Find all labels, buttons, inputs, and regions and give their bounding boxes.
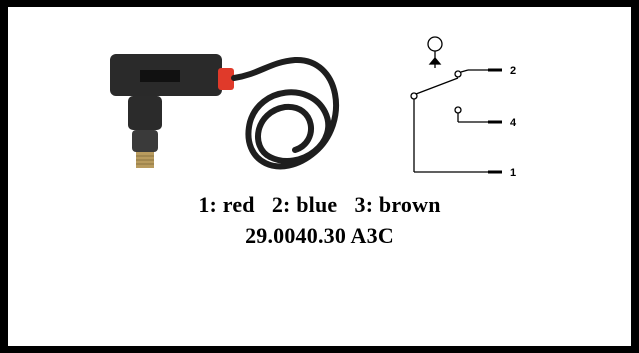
cable-loop: [231, 56, 339, 170]
terminal-label-4: 4: [510, 117, 517, 129]
pressure-port-housing: [128, 96, 162, 130]
terminal-label-1: 1: [510, 167, 516, 179]
pressure-port-nut: [132, 130, 158, 152]
switch-schematic: 2 4 1: [410, 36, 517, 179]
switch-label-plate: [140, 70, 180, 82]
cable-inner-loop: [255, 103, 314, 160]
wire-color-legend: 1: red 2: blue 3: brown: [198, 192, 441, 217]
terminal-label-2: 2: [510, 65, 516, 77]
pressure-switch-photo: [110, 54, 339, 170]
red-cable-gland: [218, 68, 234, 90]
part-number: 29.0040.30 A3C: [245, 223, 394, 248]
actuator-circle: [427, 36, 443, 52]
